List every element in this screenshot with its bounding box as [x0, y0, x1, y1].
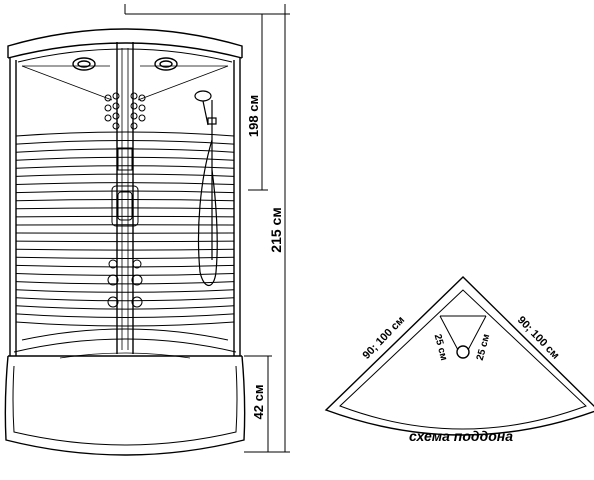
glass-stripe: [15, 148, 235, 153]
glass-stripe: [15, 182, 235, 185]
glass-stripe: [15, 321, 235, 327]
glass-stripe: [15, 248, 235, 251]
glass-stripe: [15, 289, 235, 293]
dimension-lines: [124, 4, 290, 453]
glass-stripe: [15, 131, 235, 137]
cabin-height-label: 198 см: [246, 95, 261, 137]
glass-stripe: [15, 281, 235, 285]
total-height-label: 215 см: [268, 207, 284, 252]
cabin-frame: [9, 42, 241, 356]
glass-stripe: [15, 264, 235, 268]
glass-stripe: [15, 305, 235, 310]
hand-shower: [194, 90, 218, 287]
drain-offset-right-label: 25 см: [475, 333, 493, 362]
height-labels: 198 см 215 см 42 см: [246, 95, 284, 420]
drain-offset-left-label: 25 см: [432, 333, 450, 362]
glass-stripe: [15, 165, 235, 169]
cabin-roof: [7, 28, 243, 63]
ceiling-light-left: [72, 57, 96, 71]
glass-stripe: [15, 199, 235, 202]
glass-stripe: [15, 240, 235, 243]
glass-stripe: [15, 313, 235, 319]
tray-height-label: 42 см: [251, 385, 266, 420]
glass-stripes: [15, 131, 235, 327]
glass-stripe: [15, 139, 235, 145]
massage-jets: [104, 92, 146, 130]
ceiling-light-right: [154, 57, 178, 71]
tray-side-right-label: 90; 100 см: [515, 314, 562, 362]
glass-stripe: [15, 173, 235, 177]
glass-stripe: [15, 207, 235, 210]
glass-stripe: [15, 273, 235, 276]
tray-scheme-caption: схема поддона: [409, 428, 513, 444]
glass-stripe: [15, 215, 235, 218]
glass-stripe: [15, 190, 235, 194]
tray-scheme: [324, 276, 594, 436]
control-panel: [107, 147, 143, 308]
glass-stripe: [15, 256, 235, 259]
tray-labels: 90; 100 см 90; 100 см 25 см 25 см схема …: [361, 314, 562, 444]
glass-stripe: [15, 156, 235, 161]
glass-stripe: [15, 297, 235, 302]
drain-hole: [456, 345, 470, 359]
shower-cabin: [4, 28, 246, 456]
shower-tray: [4, 328, 246, 456]
